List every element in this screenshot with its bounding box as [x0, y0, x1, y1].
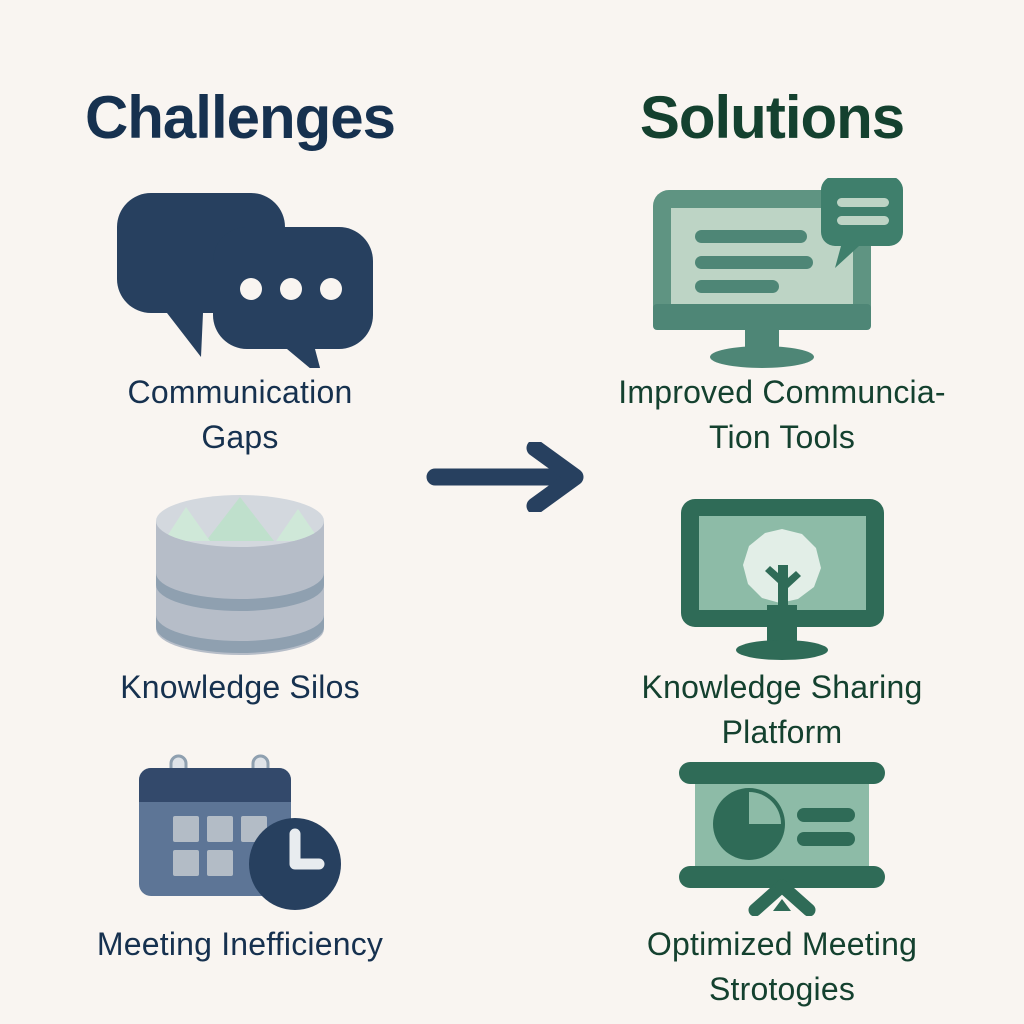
speech-bubbles-icon [10, 180, 470, 370]
challenge-caption-meeting: Meeting Inefficiency [10, 922, 470, 967]
presentation-chart-icon [552, 750, 1012, 922]
challenge-caption-communication: Communication Gaps [10, 370, 470, 461]
solution-caption-meeting: Optimized Meeting Strotogies [552, 922, 1012, 1013]
column-heading-solutions: Solutions [639, 84, 905, 151]
database-silo-icon [10, 490, 470, 665]
arrow-right-icon-row-1 [425, 439, 595, 515]
challenge-caption-knowledge: Knowledge Silos [10, 665, 470, 710]
caption-line: Communication [127, 374, 353, 410]
caption-line: Platform [721, 714, 843, 751]
challenge-cell-meeting: Meeting Inefficiency [10, 750, 470, 967]
solution-caption-communication: Improved Communcia- Tion Tools [552, 370, 1012, 461]
monitor-tree-icon [552, 490, 1012, 665]
column-heading-challenges: Challenges [84, 84, 396, 151]
calendar-clock-icon [10, 750, 470, 922]
row-meeting: Meeting Inefficiency [0, 750, 1024, 1024]
caption-line: Knowledge Sharing [641, 669, 923, 705]
caption-line: Improved Communcia- [618, 374, 946, 410]
solution-caption-knowledge: Knowledge Sharing Platform [552, 665, 1012, 756]
caption-line: Knowledge Silos [120, 669, 360, 705]
solution-cell-meeting: Optimized Meeting Strotogies [552, 750, 1012, 1013]
caption-line: Tion Tools [708, 419, 856, 456]
caption-line: Meeting Inefficiency [96, 926, 384, 962]
caption-line: Strotogies [708, 971, 856, 1008]
row-communication: Communication Gaps [0, 177, 1024, 515]
solution-cell-communication: Improved Communcia- Tion Tools [552, 177, 1012, 461]
challenge-cell-communication: Communication Gaps [10, 180, 470, 461]
solution-cell-knowledge: Knowledge Sharing Platform [552, 490, 1012, 756]
caption-line: Optimized Meeting [646, 926, 918, 962]
monitor-chat-icon [552, 177, 1012, 370]
caption-line: Gaps [201, 419, 279, 456]
challenge-cell-knowledge: Knowledge Silos [10, 490, 470, 710]
row-knowledge: Knowledge Silos [0, 490, 1024, 770]
